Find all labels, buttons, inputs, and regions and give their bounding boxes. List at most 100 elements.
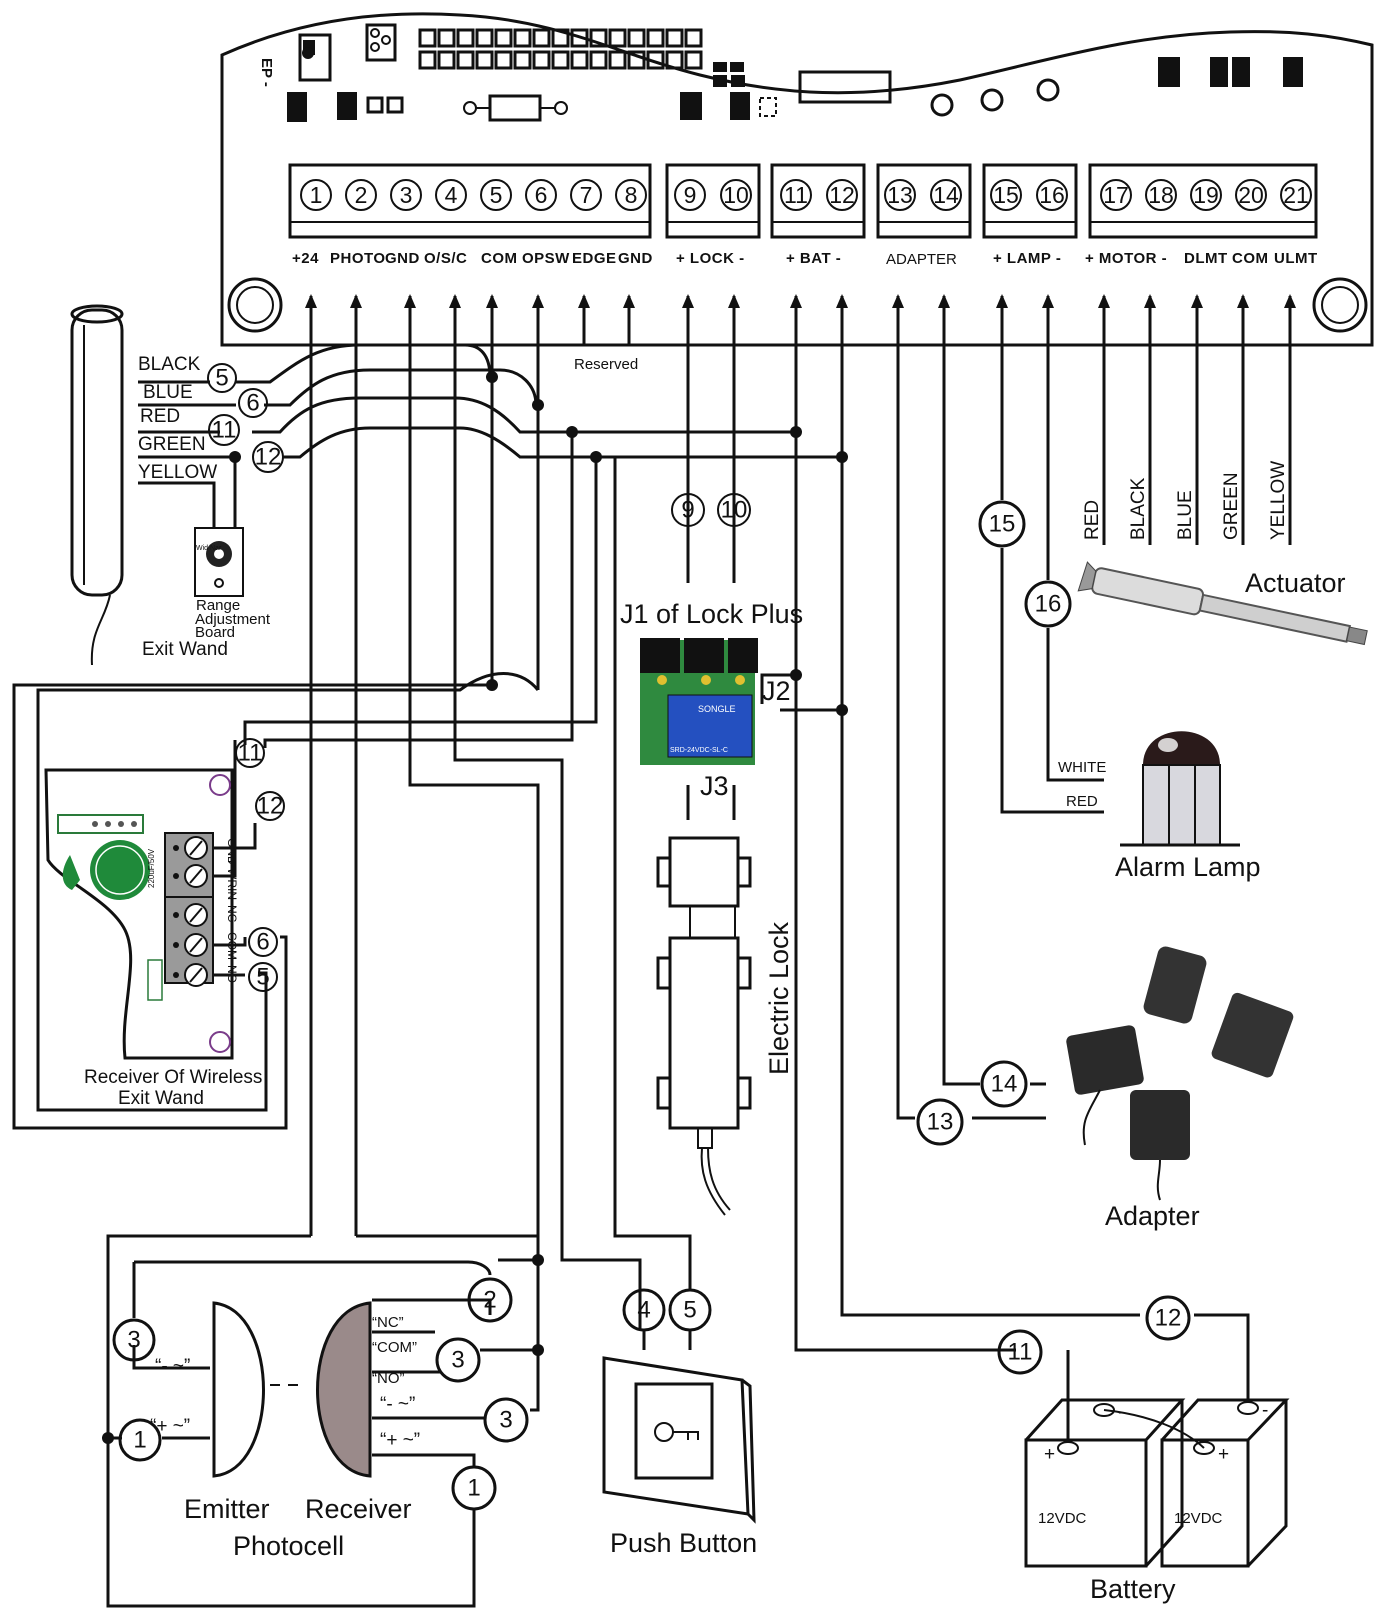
- callout-photo-3a: 3: [112, 1318, 156, 1362]
- callout-photo-3c: 3: [483, 1397, 529, 1443]
- callout-lamp-16: 16: [1024, 580, 1072, 628]
- callout-bat-12: 12: [1145, 1295, 1191, 1341]
- svg-text:“COM”: “COM”: [372, 1339, 417, 1356]
- svg-text:GREEN: GREEN: [1221, 472, 1242, 540]
- svg-text:3: 3: [451, 1347, 464, 1374]
- svg-text:1: 1: [467, 1475, 480, 1502]
- receiver-icon: [316, 1301, 372, 1478]
- svg-text:14: 14: [991, 1071, 1018, 1098]
- svg-text:17: 17: [1103, 182, 1129, 208]
- wire-yellow-label: YELLOW: [138, 462, 217, 483]
- svg-text:10: 10: [723, 182, 749, 208]
- svg-text:SONGLE: SONGLE: [698, 704, 736, 714]
- svg-text:4: 4: [637, 1297, 650, 1324]
- svg-text:11: 11: [784, 182, 808, 208]
- receiver-label: Receiver: [305, 1494, 412, 1524]
- terminal-21: 21: [1280, 179, 1312, 211]
- callout-bat-11: 11: [997, 1329, 1043, 1375]
- terminal-block-13-14: [876, 163, 972, 239]
- terminal-20: 20: [1235, 179, 1267, 211]
- lock-plus-title: J1 of Lock Plus: [620, 599, 803, 629]
- svg-text:+: +: [1044, 1444, 1055, 1465]
- svg-text:7: 7: [580, 182, 593, 208]
- terminal-19: 19: [1190, 179, 1222, 211]
- svg-text:19: 19: [1193, 182, 1219, 208]
- terminal-2: 2: [345, 179, 377, 211]
- junction-dot: [790, 669, 802, 681]
- terminal-13: 13: [884, 179, 916, 211]
- svg-text:5: 5: [683, 1297, 696, 1324]
- adapter-title: Adapter: [1105, 1201, 1200, 1231]
- callout-photo-2: 2: [467, 1277, 513, 1323]
- svg-text:11: 11: [238, 740, 263, 767]
- callout-photo-1a: 1: [118, 1418, 162, 1462]
- svg-text:6: 6: [256, 929, 269, 956]
- photocell-title: Photocell: [233, 1531, 344, 1561]
- label-dlmt: DLMT: [1184, 250, 1228, 267]
- receiver-title-1: Receiver Of Wireless: [84, 1067, 262, 1088]
- svg-text:2: 2: [355, 182, 368, 208]
- battery-cell-1-label: 12VDC: [1038, 1510, 1087, 1527]
- junction-dot: [486, 371, 498, 383]
- callout-lock-9: 9: [671, 493, 705, 527]
- svg-text:14: 14: [933, 182, 959, 208]
- mount-hole-right: [1312, 277, 1368, 333]
- svg-text:PWRIN: PWRIN: [225, 860, 239, 900]
- j3-label: J3: [700, 771, 729, 801]
- svg-text:13: 13: [927, 1109, 954, 1136]
- receiver-title-2: Exit Wand: [118, 1088, 204, 1109]
- svg-text:10: 10: [721, 497, 748, 524]
- svg-text:220uF/50V: 220uF/50V: [147, 848, 156, 888]
- svg-text:SRD-24VDC-SL-C: SRD-24VDC-SL-C: [670, 747, 728, 754]
- callout-push-5: 5: [668, 1288, 712, 1332]
- lock-plus-module: J1 of Lock Plus SONGLE SRD-24VDC-SL-C J2…: [620, 599, 803, 801]
- terminal-8: 8: [615, 179, 647, 211]
- svg-text:BLACK: BLACK: [1128, 477, 1149, 540]
- push-button: Push Button: [602, 1356, 757, 1558]
- svg-text:11: 11: [1008, 1339, 1033, 1366]
- junction-dot: [590, 451, 602, 463]
- terminal-3: 3: [390, 179, 422, 211]
- label-plus24: +24: [292, 250, 319, 267]
- svg-text:6: 6: [246, 390, 259, 417]
- terminal-block-11-12: [770, 163, 866, 239]
- svg-text:21: 21: [1283, 182, 1309, 208]
- terminal-16: 16: [1036, 179, 1068, 211]
- label-ulmt: ULMT: [1274, 250, 1318, 267]
- photocell: “- ~” “+ ~” “NC” “COM” “NO” “- ~” “+ ~” …: [150, 1301, 420, 1561]
- svg-text:12: 12: [255, 444, 282, 471]
- range-adjustment-board: [194, 527, 244, 597]
- svg-text:-: -: [1262, 1400, 1268, 1421]
- svg-text:4: 4: [445, 182, 458, 208]
- alarm-lamp: WHITE RED Alarm Lamp: [1058, 731, 1261, 882]
- actuator: RED BLACK BLUE GREEN YELLOW Actuator: [1077, 461, 1368, 646]
- terminal-6: 6: [525, 179, 557, 211]
- terminal-block-15-16: [982, 163, 1078, 239]
- svg-text:“NC”: “NC”: [372, 1314, 404, 1331]
- svg-text:12: 12: [257, 793, 284, 820]
- svg-text:RED: RED: [1082, 500, 1103, 540]
- terminal-9: 9: [674, 179, 706, 211]
- label-lamp: + LAMP -: [993, 250, 1061, 267]
- label-opsw: OPSW: [522, 250, 570, 267]
- alarm-lamp-title: Alarm Lamp: [1115, 852, 1261, 882]
- terminal-18: 18: [1145, 179, 1177, 211]
- label-bat: + BAT -: [786, 250, 841, 267]
- callout-exit-12: 12: [252, 441, 284, 473]
- svg-text:9: 9: [681, 497, 694, 524]
- junction-dots: [102, 371, 848, 1444]
- exit-wand-title: Exit Wand: [142, 639, 228, 660]
- svg-text:+: +: [1218, 1444, 1229, 1465]
- svg-text:“- ~”: “- ~”: [380, 1394, 415, 1415]
- junction-dot: [229, 451, 241, 463]
- emitter-label: Emitter: [184, 1494, 270, 1524]
- label-lock: + LOCK -: [676, 250, 745, 267]
- junction-dot: [532, 399, 544, 411]
- svg-text:20: 20: [1238, 182, 1264, 208]
- callout-recv-11: 11: [235, 738, 265, 768]
- exit-wand: BLACK BLUE RED GREEN YELLOW Wid Nar Rang…: [70, 304, 271, 660]
- battery-title: Battery: [1090, 1574, 1176, 1604]
- svg-text:“+ ~”: “+ ~”: [380, 1430, 420, 1451]
- svg-text:12: 12: [829, 182, 855, 208]
